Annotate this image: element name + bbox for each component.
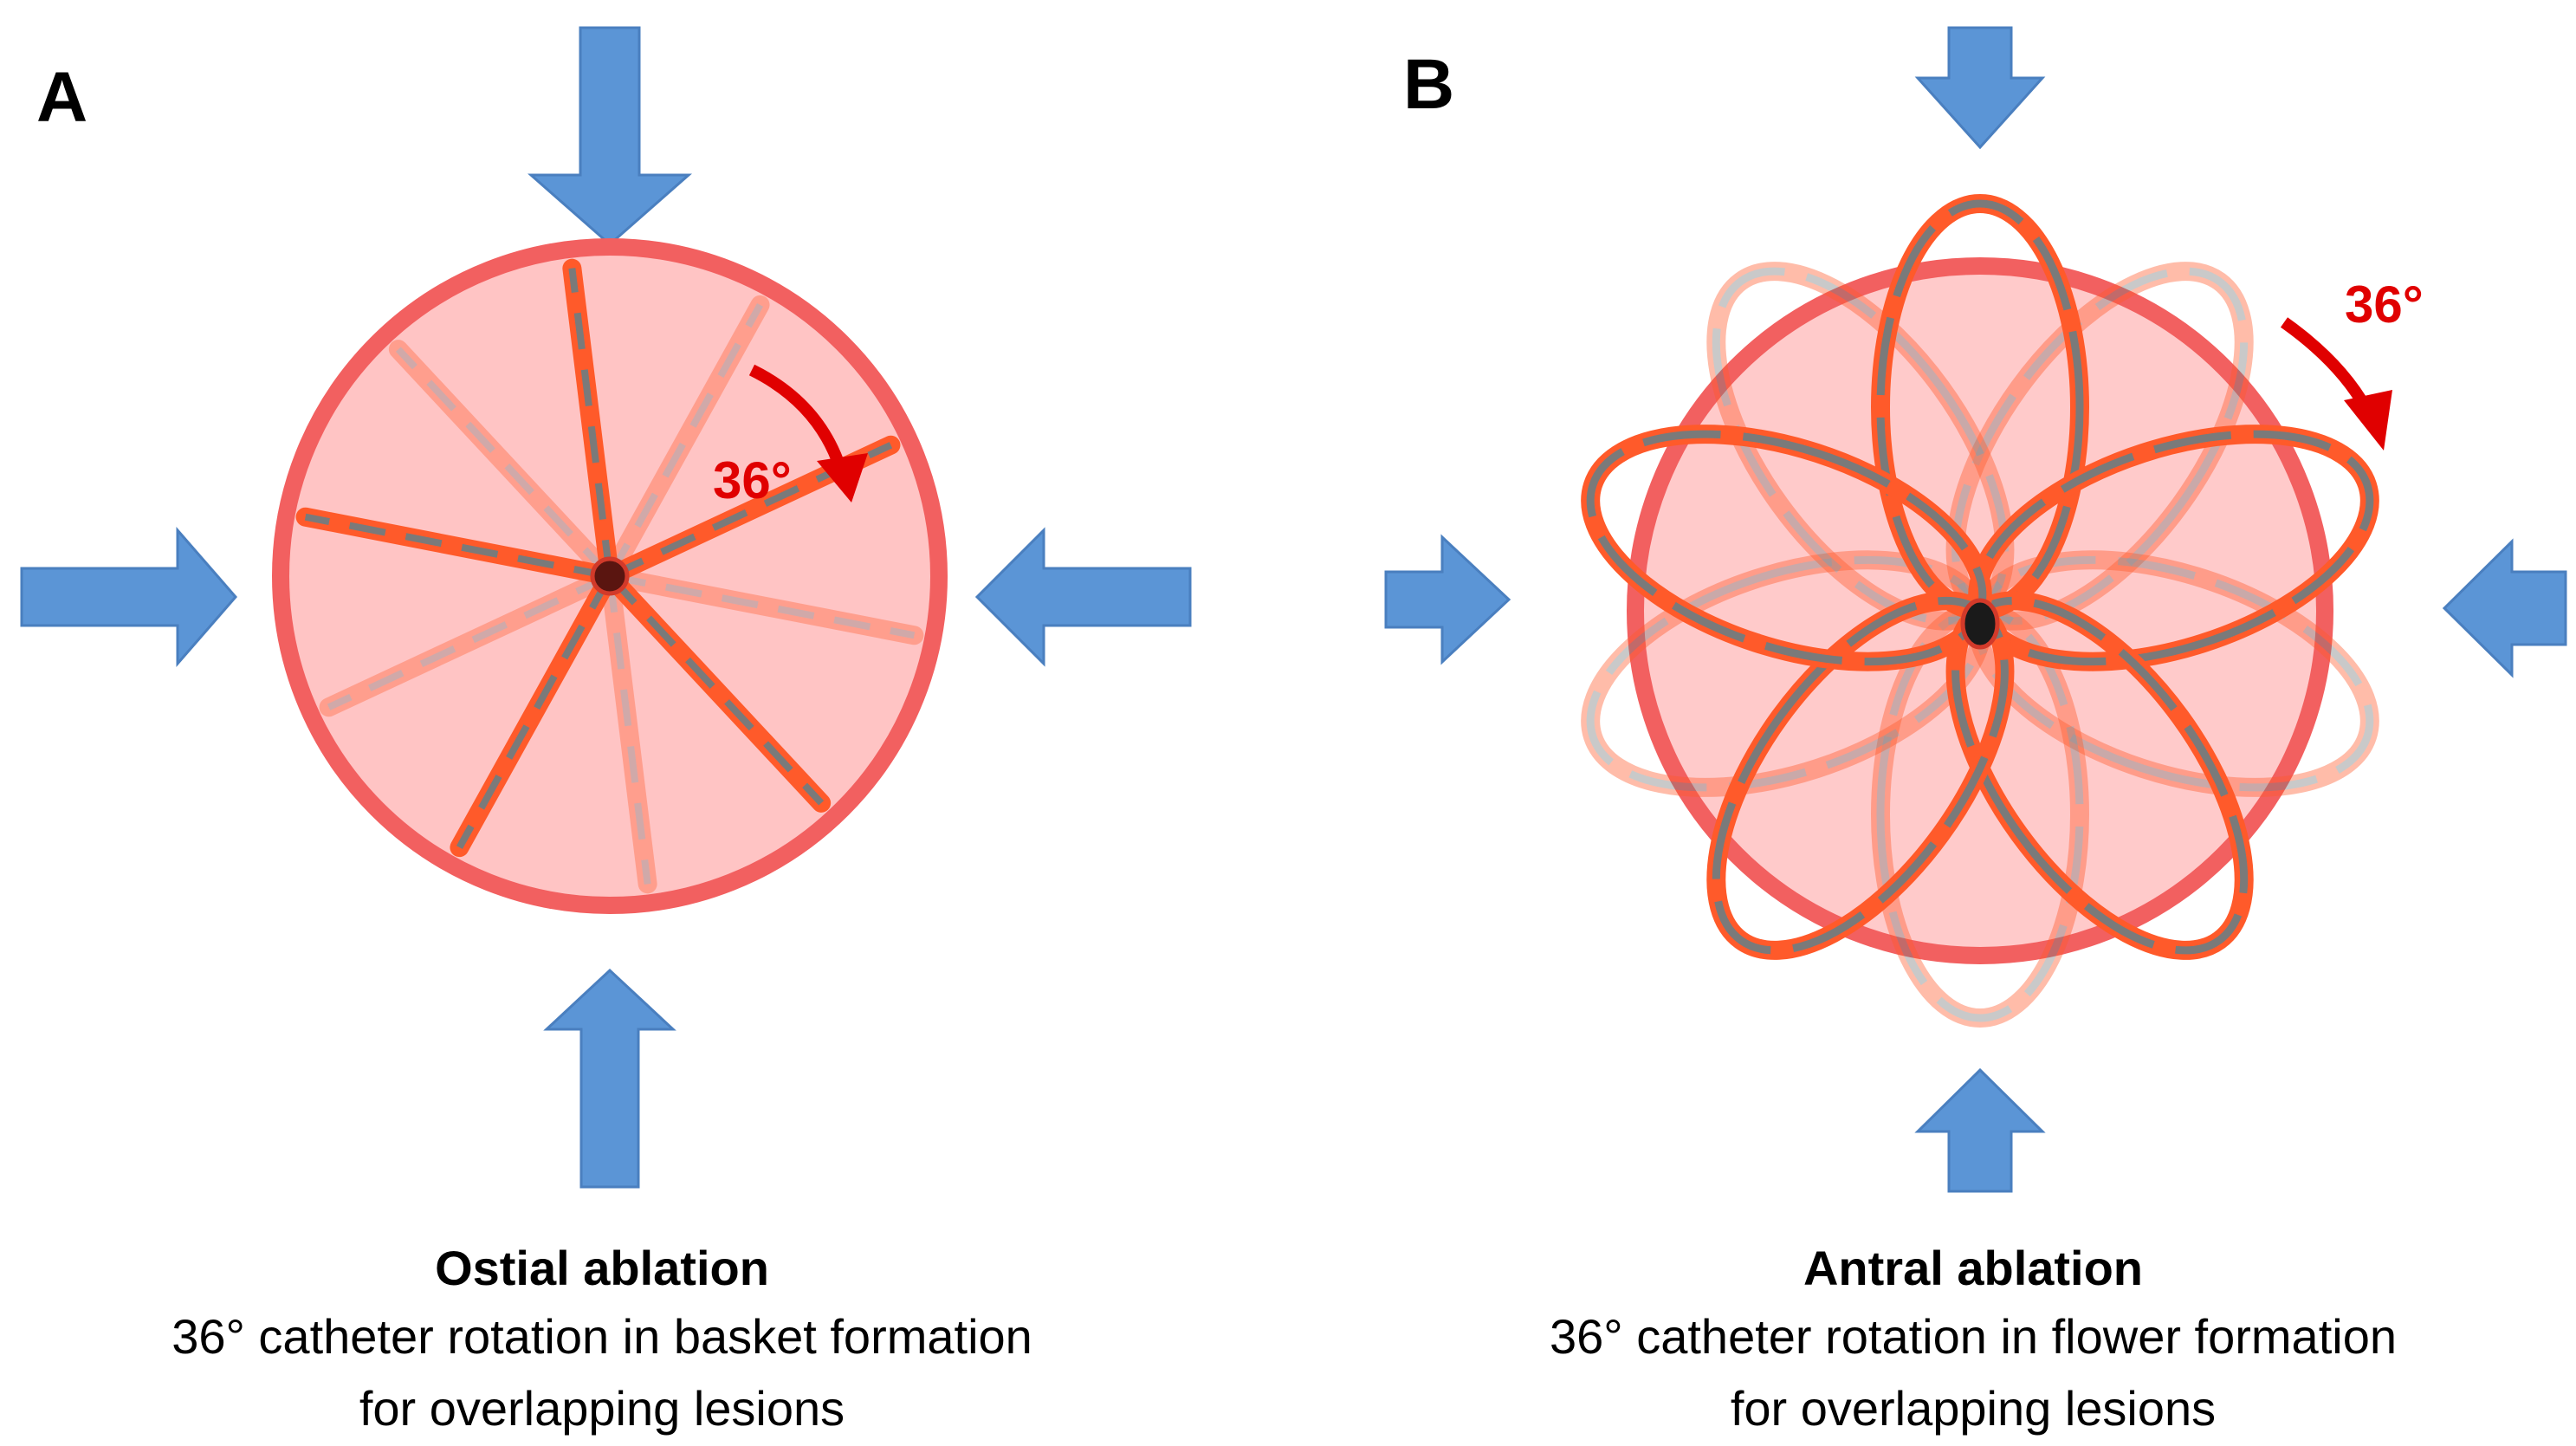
- arrow-bottom-a: [543, 968, 676, 1189]
- caption-title-b: Antral ablation: [1803, 1241, 2143, 1295]
- arrow-bottom-b: [1914, 1067, 2046, 1193]
- arrow-right-a: [974, 527, 1192, 667]
- arrow-top-a: [527, 26, 692, 246]
- rotation-arrowhead-b: [2344, 390, 2392, 451]
- caption-line1-a: 36° catheter rotation in basket formatio…: [172, 1309, 1032, 1364]
- arrow-right-b: [2442, 538, 2567, 678]
- arrow-left-a: [20, 526, 237, 668]
- basket-spline-faded-1: [388, 340, 619, 586]
- caption-title-a: Ostial ablation: [435, 1241, 769, 1295]
- basket-spline-faded-2: [600, 295, 770, 586]
- panel-a-letter: A: [36, 58, 87, 137]
- center-catheter-b: [1960, 598, 2000, 650]
- arrow-top-b: [1914, 26, 2046, 150]
- caption-line2-b: for overlapping lesions: [1731, 1381, 2216, 1436]
- rotation-arrow-a: [748, 364, 846, 470]
- basket-spline-faded-5: [319, 567, 619, 717]
- basket-spline-4: [600, 567, 832, 813]
- angle-label-b: 36°: [2345, 276, 2424, 334]
- basket-spline-2: [562, 258, 619, 586]
- arrow-left-b: [1384, 534, 1511, 665]
- panel-a: A 36° Ostial ablation 36° catheter rotat…: [20, 26, 1192, 1436]
- basket-spline-1: [295, 507, 619, 586]
- caption-line1-b: 36° catheter rotation in flower formatio…: [1550, 1309, 2397, 1364]
- panel-b: B 36° Antral ablation 36° catheter rotat…: [1384, 26, 2567, 1436]
- basket-spline-faded-4: [600, 567, 657, 894]
- center-catheter-a: [590, 556, 630, 596]
- basket-spline-faded-3: [600, 567, 924, 645]
- rotation-arrow-b: [2280, 317, 2372, 412]
- rotation-arrowhead-a: [817, 453, 868, 503]
- panel-b-letter: B: [1403, 45, 1454, 124]
- basket-spline-5: [450, 567, 619, 858]
- angle-label-a: 36°: [713, 451, 792, 509]
- caption-line2-a: for overlapping lesions: [359, 1381, 845, 1436]
